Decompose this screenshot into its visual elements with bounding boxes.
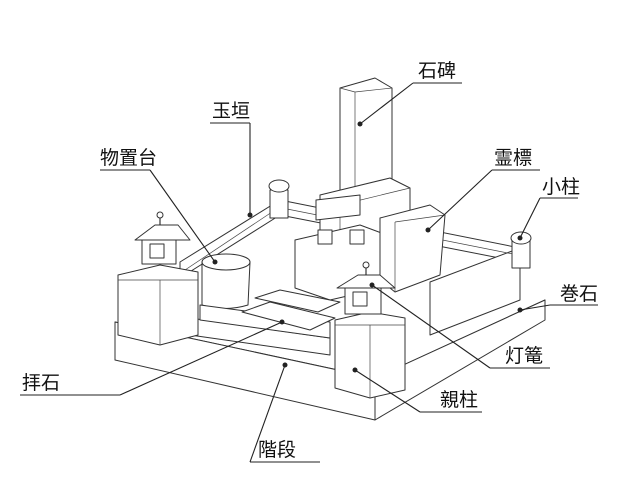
steps: [189, 289, 341, 356]
memorial-plaque: [379, 204, 446, 293]
offering-stand: [201, 253, 251, 309]
left-lantern: [134, 211, 191, 265]
right-lantern: [336, 261, 396, 315]
label-oyabashira: 親柱: [440, 389, 478, 411]
label-makiishi: 巻石: [560, 283, 598, 305]
left-pillar: [117, 264, 199, 346]
label-tourou: 灯篭: [505, 345, 543, 367]
base-platform: [114, 299, 546, 421]
label-tamagaki: 玉垣: [212, 100, 250, 122]
label-reihyo: 霊標: [494, 147, 532, 169]
label-kobashira: 小柱: [542, 176, 580, 198]
label-haiseki: 拝石: [22, 372, 60, 394]
small-post-left: [268, 179, 290, 219]
tombstone: [294, 77, 411, 301]
callout-lines: [20, 82, 598, 463]
label-sekihi: 石碑: [418, 60, 456, 82]
label-monooki: 物置台: [100, 147, 157, 169]
right-pillar: [334, 311, 406, 399]
label-kaidan: 階段: [258, 439, 296, 461]
